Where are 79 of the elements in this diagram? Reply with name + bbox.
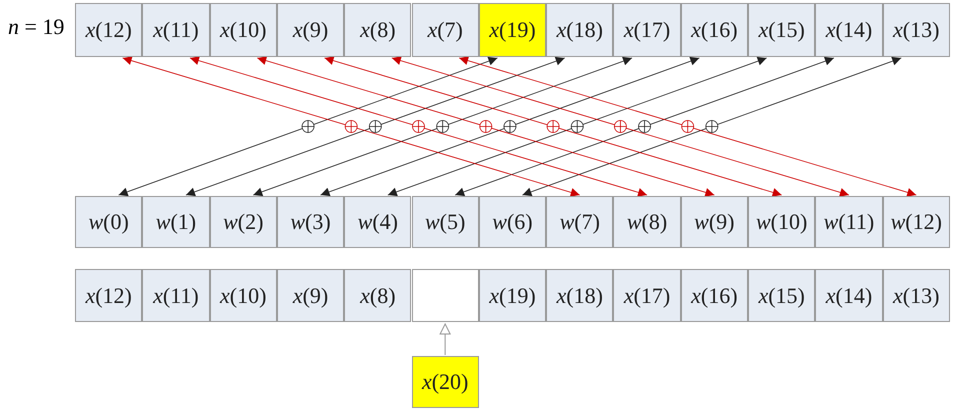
array-cell [815, 269, 883, 322]
array-cell [478, 3, 546, 57]
cell-text: w(0) [88, 209, 129, 235]
array-cell [276, 196, 344, 248]
cell-text: w(4) [358, 209, 398, 235]
array-cell [613, 196, 681, 248]
array-cell [613, 3, 681, 57]
cell-text: x(19) [489, 17, 536, 43]
array-cell [142, 269, 210, 322]
cell-text: x(7) [427, 17, 463, 43]
cell-text: x(10) [220, 17, 266, 43]
cell-text: w(5) [424, 209, 466, 235]
cell-text: w(2) [223, 209, 264, 235]
array-cell [815, 196, 883, 248]
size-label: n = 19 [8, 14, 64, 40]
cell-text: x(18) [556, 17, 603, 43]
array-cell [210, 196, 277, 248]
cell-text: w(7) [560, 209, 600, 235]
cell-text: x(14) [826, 282, 872, 308]
array-cell [680, 3, 748, 57]
array-cell [748, 269, 816, 322]
cell-text: x(11) [153, 282, 199, 308]
cell-text: x(8) [360, 282, 396, 308]
cell-text: x(14) [826, 17, 872, 43]
array-cell [546, 269, 614, 322]
array-cell [680, 196, 748, 248]
cell-text: x(9) [292, 17, 328, 43]
array-cell [142, 196, 210, 248]
array-cell [344, 196, 412, 248]
array-cell [478, 196, 546, 248]
array-cell [75, 196, 142, 248]
array-cell [613, 269, 681, 322]
cell-text: x(15) [758, 17, 805, 43]
cell-text: x(16) [691, 282, 738, 308]
cell-text: w(8) [626, 209, 668, 235]
cell-text: x(11) [153, 17, 199, 43]
array-cell [412, 3, 479, 57]
array-cell [546, 196, 614, 248]
array-cell [210, 269, 277, 322]
array-cell [276, 3, 344, 57]
cell-text: x(12) [85, 282, 132, 308]
array-cell [815, 3, 883, 57]
cell-text: w(1) [156, 209, 196, 235]
array-cell [882, 3, 950, 57]
cell-text: w(12) [890, 209, 942, 235]
cell-text: x(19) [489, 282, 536, 308]
cell-text: x(10) [220, 282, 266, 308]
cell-text: w(11) [824, 209, 874, 235]
array-cell [75, 3, 142, 57]
array-cell [412, 196, 479, 248]
array-cell [210, 3, 277, 57]
array-cell [142, 3, 210, 57]
cell-text: x(13) [893, 17, 940, 43]
array-cell [748, 196, 816, 248]
cell-text: x(9) [292, 282, 328, 308]
array-cell [75, 269, 142, 322]
cell-text: x(18) [556, 282, 603, 308]
cell-text: x(16) [691, 17, 738, 43]
cell-text: w(3) [290, 209, 331, 235]
cell-text: w(6) [492, 209, 533, 235]
array-cell [276, 269, 344, 322]
array-cell [748, 3, 816, 57]
cell-text: x(8) [360, 17, 396, 43]
array-cell [882, 196, 950, 248]
array-cell [882, 269, 950, 322]
array-cell [478, 269, 546, 322]
cell-text: x(12) [85, 17, 132, 43]
cell-text: x(15) [758, 282, 805, 308]
cell-text: x(13) [893, 282, 940, 308]
array-cell [344, 3, 412, 57]
array-cell [680, 269, 748, 322]
array-cell [412, 356, 479, 408]
cell-text: x(17) [624, 17, 670, 43]
cell-text: w(9) [694, 209, 734, 235]
cell-text: w(10) [756, 209, 808, 235]
cell-text: x(17) [624, 282, 670, 308]
array-cell [344, 269, 412, 322]
cell-text: x(20) [422, 369, 468, 395]
array-cell [546, 3, 614, 57]
